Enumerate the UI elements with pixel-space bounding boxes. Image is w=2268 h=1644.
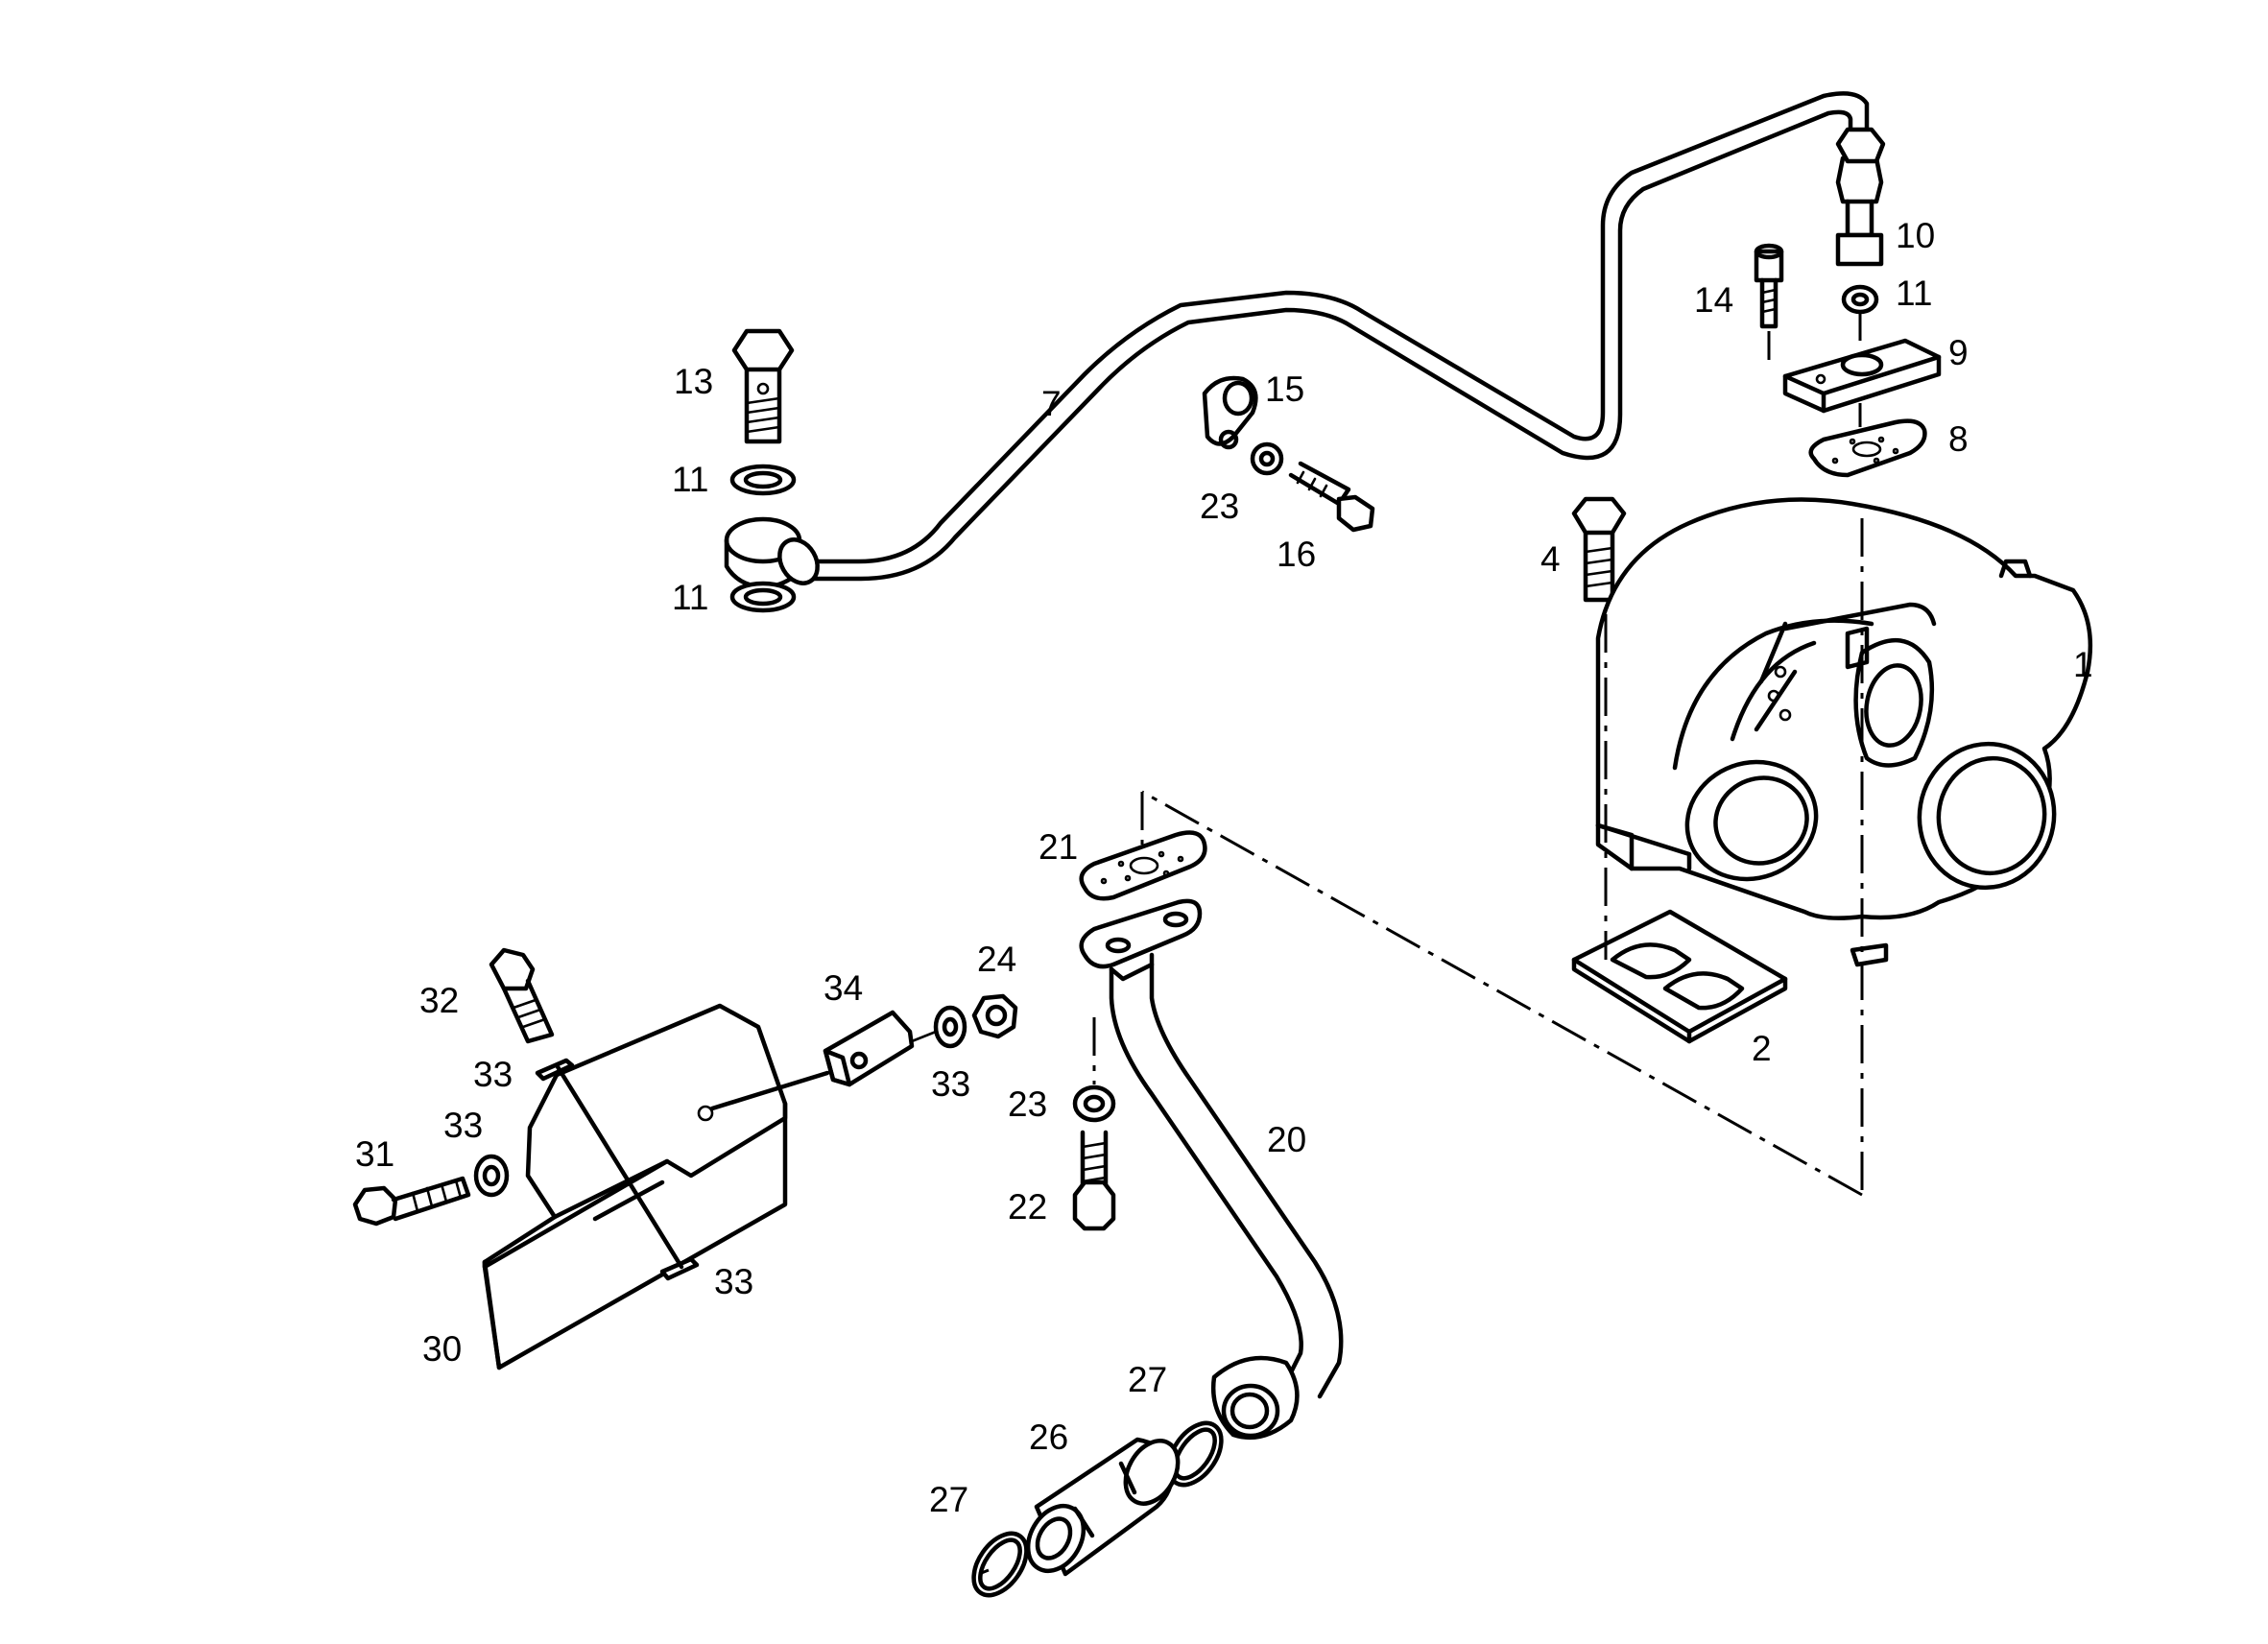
part-number-label: 24 — [977, 940, 1016, 979]
part-number-label: 22 — [1008, 1187, 1047, 1227]
oil-inlet-gasket — [1808, 418, 1927, 478]
hex-bolt — [1072, 1130, 1116, 1231]
part-number-label: 13 — [674, 362, 713, 401]
part-number-label: 32 — [419, 981, 459, 1020]
reference-lines — [1140, 312, 1864, 1197]
pipe-clamp — [1202, 375, 1258, 450]
part-number-label: 30 — [422, 1329, 462, 1369]
part-number-label: 27 — [1128, 1360, 1167, 1399]
part-number-label: 7 — [1041, 384, 1062, 423]
oil-feed-line — [799, 91, 1870, 582]
part-number-label: 8 — [1948, 419, 1969, 459]
part-number-label: 33 — [931, 1064, 970, 1104]
part-number-label: 34 — [824, 968, 863, 1008]
part-number-label: 33 — [443, 1106, 483, 1145]
part-number-label: 9 — [1948, 333, 1969, 372]
sealing-washer — [1841, 284, 1879, 315]
washer — [473, 1154, 510, 1198]
part-number-label: 33 — [714, 1262, 753, 1301]
part-number-label: 15 — [1265, 369, 1304, 409]
part-number-label: 11 — [1896, 274, 1932, 313]
o-ring — [1166, 1420, 1224, 1488]
socket-head-screw — [1754, 243, 1784, 329]
part-number-label: 20 — [1267, 1120, 1306, 1159]
part-number-label: 23 — [1200, 487, 1239, 526]
o-ring — [1173, 1427, 1217, 1481]
pipe-nut — [1835, 127, 1886, 164]
mounting-bracket — [709, 1010, 915, 1111]
sealing-washer — [729, 464, 797, 496]
hex-nut — [971, 993, 1018, 1039]
turbo-mounting-bolt — [1571, 496, 1627, 603]
connecting-sleeve — [1025, 1437, 1181, 1577]
washer — [933, 1005, 967, 1049]
o-ring — [971, 1531, 1029, 1598]
part-number-label: 1 — [2073, 645, 2093, 684]
hex-bolt — [1288, 461, 1375, 533]
part-number-label: 31 — [355, 1134, 394, 1174]
part-number-label: 23 — [1008, 1084, 1047, 1124]
part-number-label: 4 — [1540, 539, 1561, 579]
part-number-label: 21 — [1039, 827, 1078, 867]
part-number-label: 16 — [1277, 535, 1316, 574]
part-number-label: 27 — [929, 1480, 968, 1519]
banjo-bolt — [731, 328, 795, 444]
union-fitting — [1835, 155, 1884, 267]
sealing-washer — [729, 581, 797, 613]
banjo-fitting — [724, 516, 820, 590]
part-number-label: 10 — [1896, 216, 1935, 255]
part-number-label: 11 — [672, 460, 708, 499]
turbocharger — [1595, 497, 2093, 967]
part-number-label: 14 — [1694, 280, 1733, 320]
part-number-labels: 1 2 4 7 8 9 10 11 11 11 13 14 15 16 20 2… — [355, 216, 2093, 1519]
heat-shield — [482, 1003, 788, 1370]
oil-drain-gasket — [1079, 830, 1207, 901]
hex-bolt — [352, 1176, 471, 1227]
oil-drain-pipe — [1079, 898, 1344, 1441]
part-number-label: 26 — [1029, 1418, 1068, 1457]
turbo-base-gasket — [1571, 909, 1788, 1044]
washer — [1250, 441, 1284, 476]
o-ring — [978, 1537, 1022, 1591]
washer — [1072, 1084, 1116, 1123]
oil-inlet-flange — [1782, 338, 1942, 414]
hex-bolt — [489, 947, 555, 1044]
part-number-label: 2 — [1752, 1029, 1772, 1068]
part-number-label: 33 — [473, 1055, 513, 1094]
part-number-label: 11 — [672, 578, 708, 617]
